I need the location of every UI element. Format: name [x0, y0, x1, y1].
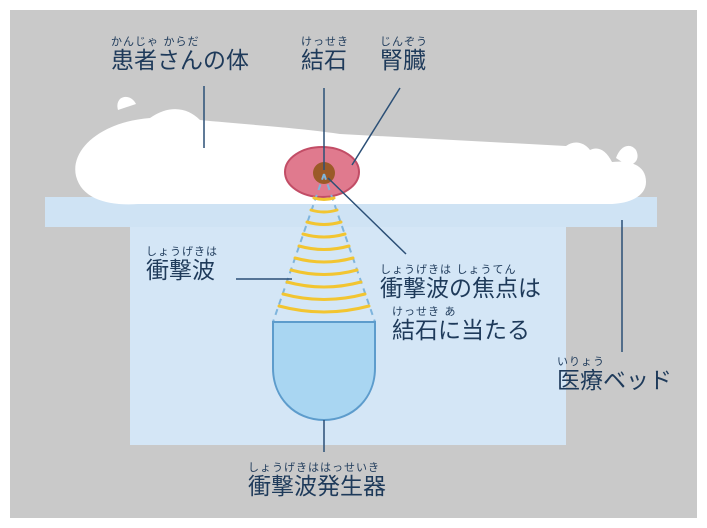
label-focus-line2-ruby: けっせき あ — [392, 305, 457, 318]
label-bed-ruby: いりょう — [557, 355, 605, 368]
label-bed: いりょう 医療ベッド — [557, 356, 672, 393]
label-kidney-ruby: じんぞう — [380, 35, 428, 48]
shockwave-arcs — [277, 196, 371, 314]
patient-body — [75, 96, 646, 205]
label-stone-text: 結石 — [301, 48, 347, 74]
label-focus-line1: しょうげきは しょうてん 衝撃波の焦点は — [380, 264, 541, 301]
leader-lines — [203, 86, 623, 452]
label-shockwave: しょうげきは 衝撃波 — [146, 246, 218, 283]
label-bed-text: 医療ベッド — [557, 368, 672, 394]
label-shockwave-text: 衝撃波 — [146, 258, 215, 284]
label-stone: けっせき 結石 — [301, 36, 349, 73]
label-patient-body-text: 患者さんの体 — [111, 48, 249, 74]
label-kidney-text: 腎臓 — [380, 48, 426, 74]
label-generator: しょうげきははっせいき 衝撃波発生器 — [248, 462, 386, 499]
label-generator-text: 衝撃波発生器 — [248, 474, 386, 500]
label-focus-line1-text: 衝撃波の焦点は — [380, 276, 541, 302]
shockwave-generator — [272, 321, 376, 422]
label-stone-ruby: けっせき — [301, 35, 349, 48]
label-focus-line2-text: 結石に当たる — [392, 318, 530, 344]
label-patient-body-ruby: かんじゃ からだ — [111, 35, 200, 48]
label-shockwave-ruby: しょうげきは — [146, 245, 218, 258]
label-focus-line2: けっせき あ 結石に当たる — [392, 306, 530, 343]
label-focus-line1-ruby: しょうげきは しょうてん — [380, 263, 517, 276]
label-kidney: じんぞう 腎臓 — [380, 36, 428, 73]
label-generator-ruby: しょうげきははっせいき — [248, 461, 380, 474]
label-patient-body: かんじゃ からだ 患者さんの体 — [111, 36, 249, 73]
